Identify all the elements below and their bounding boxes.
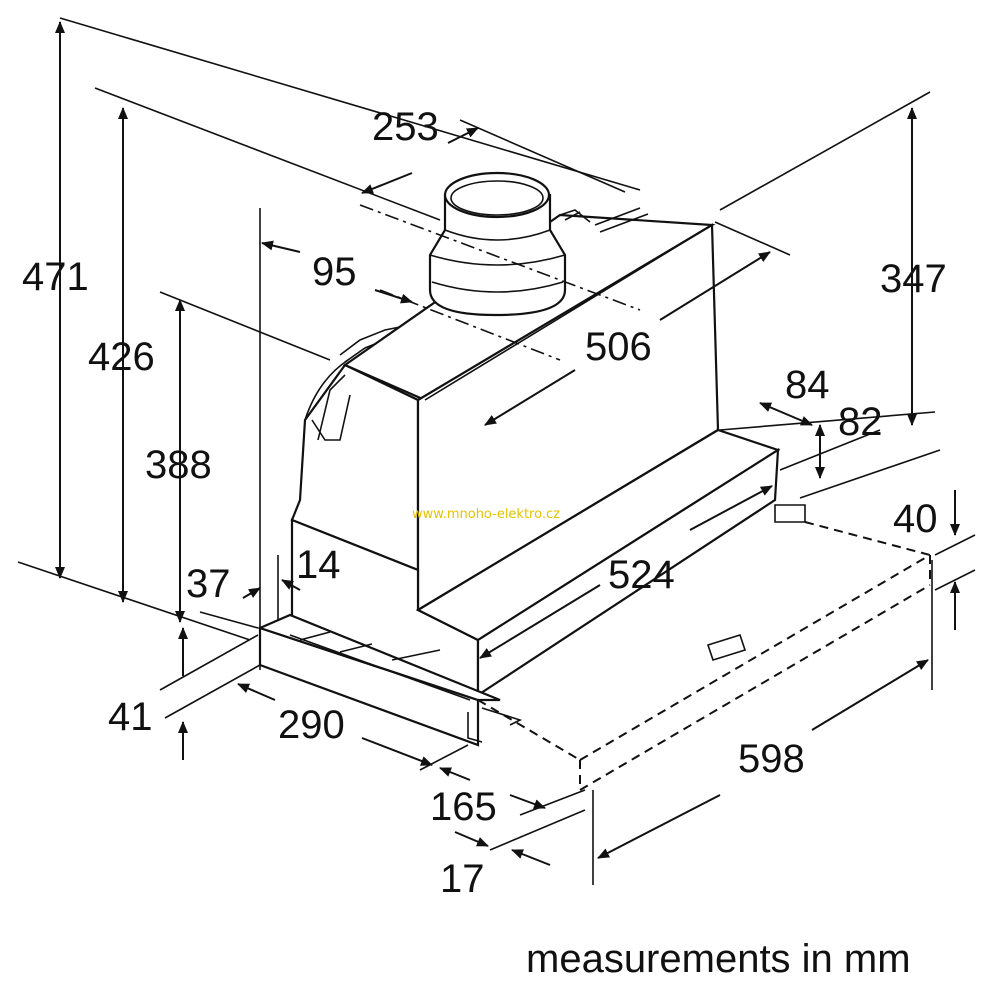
dimension-labels: 471 426 388 253 95 506 347 84 82 40 37 1… [22, 105, 947, 901]
dim-253: 253 [372, 105, 439, 149]
dim-14: 14 [296, 543, 341, 587]
dim-17: 17 [440, 857, 485, 901]
dim-388: 388 [145, 443, 212, 487]
watermark: www.mnoho-elektro.cz [412, 507, 560, 522]
dim-165: 165 [430, 785, 497, 829]
dim-524: 524 [608, 553, 675, 597]
dim-347: 347 [880, 257, 947, 301]
dim-82: 82 [838, 400, 883, 444]
dim-37: 37 [186, 562, 231, 606]
dim-290: 290 [278, 703, 345, 747]
hood-body [256, 207, 806, 747]
dim-506: 506 [585, 325, 652, 369]
units-note: measurements in mm [526, 937, 911, 981]
dim-426: 426 [88, 335, 155, 379]
dim-471: 471 [22, 255, 89, 299]
dim-95: 95 [312, 250, 357, 294]
dim-598: 598 [738, 737, 805, 781]
dim-40: 40 [893, 497, 938, 541]
extension-lines [17, 17, 976, 885]
duct-collar [428, 171, 567, 317]
dimension-lines [55, 21, 960, 866]
dim-84: 84 [785, 363, 830, 407]
extended-slider [477, 521, 931, 791]
dim-41: 41 [108, 695, 153, 739]
